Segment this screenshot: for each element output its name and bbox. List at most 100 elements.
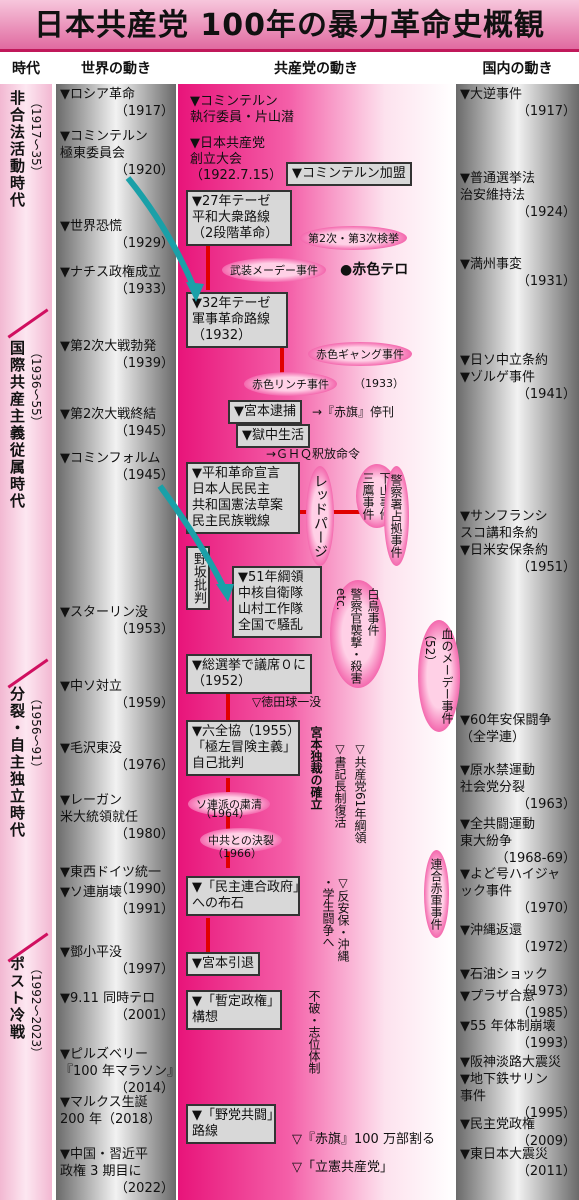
world-event-text: ▼第2次大戦終結 xyxy=(60,407,157,422)
domestic-event: ▼原水禁運動 社会党分裂 （1963） xyxy=(460,762,576,813)
fuha-shii-regime: 不破・志位体制 xyxy=(307,990,321,1074)
world-event-year: （1980） xyxy=(114,827,174,842)
domestic-event-text: ▼東日本大震災 xyxy=(460,1147,548,1162)
domestic-event-year: （1924） xyxy=(516,205,576,220)
domestic-event: ▼よど号ハイジャ ック事件（1970） xyxy=(460,866,576,917)
domestic-event-text: ▼普通選挙法 治安維持法 xyxy=(460,171,535,203)
world-event-text: ▼第2次大戦勃発 xyxy=(60,339,157,354)
world-event: ▼コミンフォルム（1945） xyxy=(60,450,174,484)
world-event-year: （1990） xyxy=(114,882,174,897)
world-event-text: ▼マルクス生誕 200 年（2018） xyxy=(60,1095,162,1127)
party-comintern-join: ▼コミンテルン加盟 xyxy=(286,162,412,186)
arrow-head xyxy=(216,584,234,602)
domestic-event-text: ▼沖縄返還 xyxy=(460,923,522,938)
world-event-year: （2022） xyxy=(114,1181,174,1196)
domestic-event: ▼全共闘運動 東大紛争（1968-69） xyxy=(460,816,576,867)
domestic-event-year: （1995） xyxy=(516,1106,576,1121)
party-provisional-govt: ▼「暫定政権」 構想 xyxy=(186,990,282,1030)
domestic-event-text: ▼全共闘運動 東大紛争 xyxy=(460,817,535,849)
world-event-text: ▼ロシア革命 xyxy=(60,87,135,102)
domestic-event: ▼石油ショック（1973） xyxy=(460,966,576,1000)
header-world: 世界の動き xyxy=(81,61,151,77)
world-event-year: （1997） xyxy=(114,962,174,977)
world-event: ▼コミンテルン 極東委員会 （1920） xyxy=(60,128,174,179)
world-event-year: （1920） xyxy=(114,163,174,178)
timeline-line xyxy=(280,340,284,382)
party-opposition-alliance: ▼「野党共闘」 路線 xyxy=(186,1104,280,1144)
burst-arrests: 第2次・第3次検挙 xyxy=(300,226,407,250)
domestic-event-year: （1993） xyxy=(516,1036,576,1051)
domestic-event: ▼普通選挙法 治安維持法 （1924） xyxy=(460,170,576,221)
domestic-event-text: ▼サンフランシ スコ講和条約 ▼日米安保条約 xyxy=(460,509,548,558)
burst-rengo-sekigun: 連合赤軍事件 xyxy=(424,850,449,938)
world-event: ▼ピルズベリー 『100 年マラソン』 （2014） xyxy=(60,1046,180,1097)
world-event-text: ▼ナチス政権成立 xyxy=(60,265,161,280)
party-prison: ▼獄中生活 xyxy=(236,424,310,448)
domestic-event-year: （2011） xyxy=(516,1164,576,1179)
domestic-event: ▼日ソ中立条約 ▼ゾルゲ事件（1941） xyxy=(460,352,576,403)
akahata-million: ▽『赤旗』100 万部割る xyxy=(292,1132,435,1147)
world-event-year: （1945） xyxy=(114,424,174,439)
world-event: ▼ソ連崩壊（1991） xyxy=(60,884,174,918)
world-event-year: （2014） xyxy=(114,1081,174,1096)
domestic-event: ▼プラザ合意（1985） xyxy=(460,988,576,1022)
world-event-text: ▼世界恐慌 xyxy=(60,219,122,234)
era-column: 非合法活動時代（1917〜35） 国際共産主義従属時代（1936〜55） 分裂・… xyxy=(0,84,52,1200)
world-event: ▼レーガン 米大統領就任 （1980） xyxy=(60,792,174,843)
domestic-event-year: （1972） xyxy=(516,940,576,955)
domestic-event: ▼55 年体制崩壊（1993） xyxy=(460,1018,576,1052)
domestic-event-text: ▼原水禁運動 社会党分裂 xyxy=(460,763,535,795)
timeline-line xyxy=(226,778,230,868)
timeline-line xyxy=(206,918,210,960)
domestic-event: ▼60年安保闘争 （全学連） xyxy=(460,712,576,746)
world-event-text: ▼コミンテルン 極東委員会 xyxy=(60,129,148,161)
domestic-event: ▼満州事変 （1931） xyxy=(460,256,576,290)
world-event-year: （1953） xyxy=(114,622,174,637)
header-domestic: 国内の動き xyxy=(482,61,553,77)
miyamoto-dictatorship: 宮本独裁の確立 xyxy=(309,726,323,810)
page-title: 日本共産党 100年の暴力革命史概観 xyxy=(0,0,579,52)
tokuda-death: ▽徳田球一没 xyxy=(252,695,322,709)
world-event: ▼中国・習近平 政権 3 期目に（2022） xyxy=(60,1146,174,1197)
world-event-year: （1959） xyxy=(114,696,174,711)
era-international: 国際共産主義従属時代（1936〜55） xyxy=(8,340,43,510)
domestic-event-text: ▼満州事変 xyxy=(460,257,522,272)
anti-anpo: ▽反安保・沖縄 ・学生闘争へ xyxy=(321,876,350,962)
world-event: ▼第2次大戦勃発 （1939） xyxy=(60,338,174,372)
party-comintern: ▼コミンテルン 執行委員・片山潜 xyxy=(190,94,295,125)
world-column xyxy=(56,84,176,1200)
akahata-stop: →『赤旗』停刊 xyxy=(312,405,395,419)
domestic-event-year: （1963） xyxy=(516,797,576,812)
world-event-text: ▼レーガン 米大統領就任 xyxy=(60,793,139,825)
domestic-column xyxy=(456,84,579,1200)
world-event: ▼世界恐慌（1929） xyxy=(60,218,174,252)
world-event-text: ▼中ソ対立 xyxy=(60,679,122,694)
world-event: ▼9.11 同時テロ（2001） xyxy=(60,990,174,1024)
world-event-year: （1939） xyxy=(114,356,174,371)
world-event: ▼ロシア革命 （1917） xyxy=(60,86,174,120)
domestic-event-year: （1970） xyxy=(516,901,576,916)
world-event-year: （1917） xyxy=(114,104,174,119)
rikken-kyosanto: ▽「立憲共産党」 xyxy=(292,1160,393,1175)
burst-red-purge: レッドパージ xyxy=(306,466,334,566)
world-event-text: ▼ピルズベリー 『100 年マラソン』 xyxy=(60,1047,180,1079)
header-party: 共産党の動き xyxy=(274,61,358,77)
timeline-line xyxy=(226,688,230,722)
domestic-event-year: （1931） xyxy=(516,274,576,289)
domestic-event-year: （2009） xyxy=(516,1134,576,1149)
party-51-program: ▼51年綱領 中核自衛隊 山村工作隊 全国で騒乱 xyxy=(232,566,322,638)
timeline-line xyxy=(206,232,210,290)
arrow-head xyxy=(186,282,204,302)
program-61: ▽共産党61年綱領 xyxy=(353,742,367,844)
world-event-year: （1976） xyxy=(114,758,174,773)
world-event: ▼マルクス生誕 200 年（2018） xyxy=(60,1094,174,1128)
party-miyamoto-retire: ▼宮本引退 xyxy=(186,952,260,976)
world-event-text: ▼東西ドイツ統一 xyxy=(60,865,161,880)
domestic-event-text: ▼阪神淡路大震災 ▼地下鉄サリン 事件 xyxy=(460,1055,561,1104)
world-event-text: ▼スターリン没 xyxy=(60,605,148,620)
domestic-event: ▼大逆事件（1917） xyxy=(460,86,576,120)
era-post-coldwar: ポスト冷戦（1992〜2023） xyxy=(8,956,43,1060)
header-era: 時代 xyxy=(12,61,40,77)
world-event: ▼第2次大戦終結 （1945） xyxy=(60,406,174,440)
